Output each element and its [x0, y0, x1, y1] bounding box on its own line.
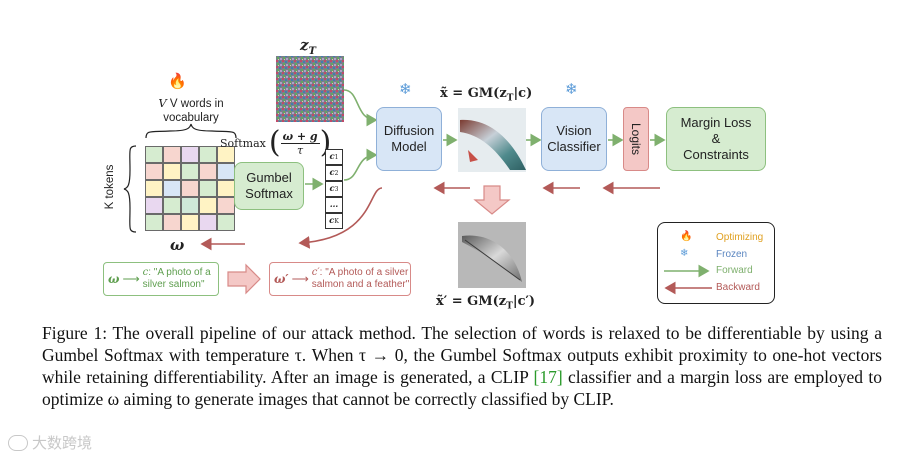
c-vector-item: … — [325, 197, 343, 213]
gen-formula-top: x̃ = GM(zT|c) — [440, 86, 532, 104]
grid-cell — [163, 163, 181, 180]
vision-text: Vision Classifier — [547, 123, 601, 154]
caption-prefix: Figure 1: The overall pipeline of our at… — [42, 323, 882, 387]
grid-cell — [145, 163, 163, 180]
vision-classifier-box: Vision Classifier — [541, 107, 607, 171]
diffusion-text: Diffusion Model — [383, 123, 435, 154]
softmax-formula: Softmax ( ω + g τ ) — [220, 125, 332, 160]
grid-cell — [199, 146, 217, 163]
caption-suffix: classifier and a margin loss are employe… — [42, 367, 882, 409]
watermark: 大数跨境 — [8, 432, 92, 453]
snowflake-icon: ❄ — [565, 81, 578, 98]
grid-cell — [145, 214, 163, 231]
noise-image — [276, 56, 344, 122]
salmon-image — [458, 108, 526, 172]
grid-cell — [217, 163, 235, 180]
prompt-right-c: c′ — [311, 267, 320, 278]
pipeline-diagram — [123, 56, 712, 295]
prompt-left-text2: silver salmon" — [142, 279, 205, 290]
margin-line2: & — [711, 131, 721, 146]
prompt-right-text2: salmon and a feather" — [311, 279, 410, 290]
z-symbol: z — [300, 36, 309, 54]
logits-box: Logits — [623, 107, 649, 171]
softmax-denominator: τ — [297, 143, 304, 157]
grid-cell — [163, 197, 181, 214]
legend: 🔥 Optimizing ❄ Frozen Forward Backward — [657, 222, 775, 304]
formula-bottom-sub: T — [506, 301, 513, 312]
grid-cell — [217, 197, 235, 214]
formula-top-sub: T — [506, 93, 514, 104]
figure-caption: Figure 1: The overall pipeline of our at… — [42, 322, 882, 410]
grid-cell — [199, 197, 217, 214]
fire-icon: 🔥 — [168, 73, 187, 90]
watermark-text: 大数跨境 — [32, 435, 93, 452]
legend-frozen: Frozen — [716, 249, 748, 260]
grid-cell — [199, 180, 217, 197]
grid-cell — [145, 197, 163, 214]
grid-cell — [217, 146, 235, 163]
k-tokens-label: K tokens — [104, 147, 116, 227]
margin-line3: Constraints — [683, 147, 749, 162]
grid-cell — [181, 180, 199, 197]
margin-line1: Margin Loss — [680, 115, 752, 130]
gen-formula-bottom: x̃′ = GM(zT|c′) — [436, 294, 535, 312]
feather-image — [458, 222, 526, 288]
z-t-label: zT — [300, 36, 316, 57]
legend-optimizing: Optimizing — [716, 232, 764, 243]
watermark-logo-icon — [8, 434, 28, 451]
vocab-line1: V words in — [169, 98, 224, 110]
vocab-line2: vocabulary — [163, 112, 219, 124]
vocab-label: V V words in vocabulary — [146, 96, 236, 125]
prompt-right-text1: : "A photo of a silver — [319, 267, 409, 278]
gumbel-text: Gumbel Softmax — [245, 170, 293, 201]
prompt-left-c: c — [142, 267, 149, 278]
grid-cell — [217, 214, 235, 231]
grid-cell — [181, 163, 199, 180]
omega-label: ω — [170, 236, 185, 254]
grid-cell — [199, 214, 217, 231]
margin-loss-box: Margin Loss & Constraints — [666, 107, 766, 171]
formula-top-end: |c) — [513, 86, 533, 101]
grid-cell — [181, 197, 199, 214]
legend-forward: Forward — [716, 265, 753, 276]
z-subscript: T — [308, 46, 316, 57]
snowflake-icon: ❄ — [680, 248, 689, 259]
prompt-left-text1: : "A photo of a — [148, 267, 211, 278]
token-grid — [145, 146, 237, 232]
k-tokens-text: K tokens — [104, 164, 116, 210]
softmax-text: Softmax — [220, 136, 266, 150]
legend-backward: Backward — [716, 282, 760, 293]
grid-cell — [199, 163, 217, 180]
logits-text: Logits — [629, 122, 643, 156]
gumbel-softmax-box: Gumbel Softmax — [234, 162, 304, 210]
caption-reference-link[interactable]: [17] — [533, 367, 563, 387]
grid-cell — [145, 146, 163, 163]
grid-cell — [181, 214, 199, 231]
grid-cell — [145, 180, 163, 197]
prompt-left-omega: ω — [108, 272, 120, 286]
fire-icon: 🔥 — [680, 231, 693, 242]
snowflake-icon: ❄ — [399, 81, 412, 98]
formula-bottom-main: x̃′ = GM(z — [436, 294, 507, 309]
grid-cell — [163, 180, 181, 197]
softmax-numerator: ω + g — [280, 129, 320, 144]
prompt-right-box: ω′ ⟶ c′: "A photo of a silver salmon and… — [269, 262, 411, 296]
formula-bottom-end: |c′) — [512, 294, 536, 309]
grid-cell — [217, 180, 235, 197]
formula-top-main: x̃ = GM(z — [440, 86, 507, 101]
grid-cell — [181, 146, 199, 163]
grid-cell — [163, 146, 181, 163]
prompt-right-omega: ω′ — [274, 272, 289, 286]
prompt-left-box: ω ⟶ c: "A photo of a silver salmon" — [103, 262, 219, 296]
grid-cell — [163, 214, 181, 231]
diffusion-model-box: Diffusion Model — [376, 107, 442, 171]
